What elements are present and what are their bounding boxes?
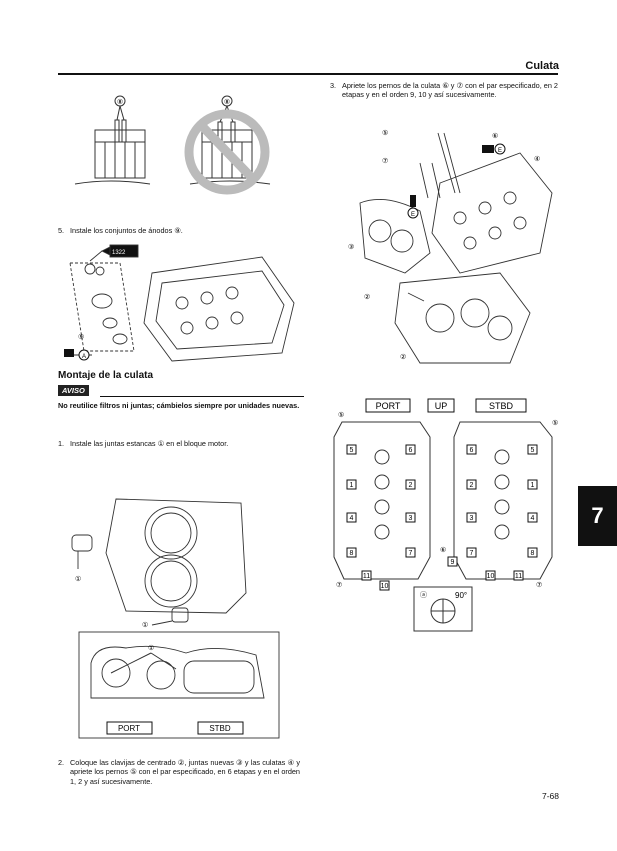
callout-5-l: ⑤ [338,411,344,419]
step-text: Apriete los pernos de la culata ⑥ y ⑦ co… [342,81,558,100]
page-number: 7-68 [541,791,559,801]
seq-r-6: 6 [470,447,474,454]
step-text: Coloque las clavijas de centrado ②, junt… [70,758,300,786]
callout-1-a: ① [75,575,81,583]
angle-90: 90° [455,591,467,600]
step-text: Instale los conjuntos de ánodos ⑨. [70,226,183,235]
seq-l-4: 4 [350,515,354,522]
section-title: Montaje de la culata [58,370,154,381]
oil-e-b: E [498,148,502,154]
seq-r-2: 2 [470,482,474,489]
label-up: UP [435,401,448,411]
label-port: PORT [376,401,401,411]
figure-head-bolts: ⑧ ⑧ [74,95,271,195]
header-rule [58,73,558,75]
label-port: PORT [118,724,140,733]
seq-r-8: 8 [531,550,535,557]
label-stbd: STBD [489,401,514,411]
figure-anode: A 1322 ⑨ [64,244,295,362]
callout-6: ⑥ [492,132,498,140]
seq-r-1: 1 [531,482,535,489]
seq-r-10: 10 [487,573,495,580]
callout-7: ⑦ [382,157,388,165]
callout-3: ③ [348,243,354,251]
step-5: 5. Instale los conjuntos de ánodos ⑨. [58,226,304,238]
seq-l-8: 8 [350,550,354,557]
chapter-tab: 7 [578,486,617,546]
sealant-a: A [82,354,86,360]
seq-l-10: 10 [381,583,389,590]
aviso-rule [100,396,304,397]
step-number: 3. [330,81,337,90]
seq-l-1: 1 [350,482,354,489]
callout-1-c: ① [148,644,154,652]
step-number: 2. [58,758,65,767]
callout-a: ⓐ [420,591,427,599]
seq-l-6: 6 [409,447,413,454]
seq-r-3: 3 [470,515,474,522]
seq-r-7: 7 [470,550,474,557]
callout-9: ⑨ [78,333,84,341]
step-text: Instale las juntas estancas ① en el bloq… [70,439,229,448]
seq-l-7: 7 [409,550,413,557]
callout-1-b: ① [142,621,148,629]
figure-head-assembly: E E ⑤ ⑥ ⑦ ④ ③ ② ② [348,129,553,364]
callout-8-a: ⑧ [117,98,123,106]
aviso-label: AVISO [58,385,89,396]
step-1: 1. Instale las juntas estancas ① en el b… [58,439,304,461]
step-number: 1. [58,439,65,448]
label-stbd: STBD [209,724,231,733]
callout-5: ⑤ [382,129,388,137]
seq-r-11: 11 [515,573,522,580]
figure-block-seals: ① ① ① PORT STBD [71,498,280,739]
callout-2-b: ② [400,353,406,361]
callout-7-r: ⑦ [536,581,542,589]
seq-r-5: 5 [531,447,535,454]
seq-l-3: 3 [409,515,413,522]
seq-l-11: 11 [363,573,370,580]
page-header-title: Culata [525,60,559,72]
callout-2-a: ② [364,293,370,301]
callout-6: ⑥ [440,546,446,554]
prohibited-icon [184,109,270,195]
step-number: 5. [58,226,65,235]
oil-e-a: E [411,212,415,218]
seq-r-4: 4 [531,515,535,522]
figure-torque-sequence: PORT UP STBD 5 6 1 2 4 3 8 7 11 10 6 5 2… [333,398,558,632]
step-2: 2. Coloque las clavijas de centrado ②, j… [58,758,304,806]
sealant-code: 1322 [112,250,126,256]
aviso-text: No reutilice filtros ni juntas; cámbielo… [58,401,300,410]
seq-l-5: 5 [350,447,354,454]
step-3: 3. Apriete los pernos de la culata ⑥ y ⑦… [330,81,558,121]
seq-l-2: 2 [409,482,413,489]
callout-5-r: ⑤ [552,419,558,427]
callout-8-b: ⑧ [224,98,230,106]
callout-7-l: ⑦ [336,581,342,589]
seq-r-9: 9 [451,559,455,566]
callout-4: ④ [534,155,540,163]
